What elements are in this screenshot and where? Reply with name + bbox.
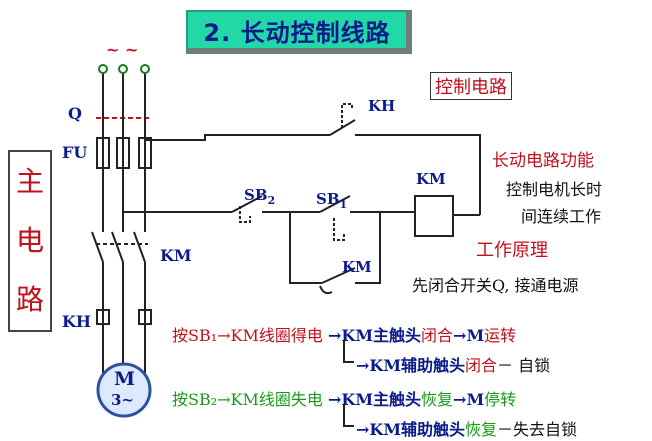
control-wire-top — [145, 134, 330, 141]
label-q: Q — [68, 104, 82, 123]
step-3: 按SB₂→KM线圈失电 →KM主触头恢复→M停转 — [172, 390, 517, 409]
step-1: 按SB₁→KM线圈得电 →KM主触头闭合→M运转 — [172, 326, 517, 345]
sb2-contact — [231, 195, 263, 213]
label-km-aux: KM — [342, 258, 372, 276]
main-circuit-char-3: 路 — [15, 283, 44, 317]
main-circuit-box: 主 电 路 — [8, 150, 52, 332]
step-2: →KM辅助触头闭合－ 自锁 — [356, 356, 551, 375]
principle-line: 先闭合开关Q, 接通电源 — [412, 276, 579, 295]
phase-symbol: ~ ~ — [106, 40, 139, 59]
function-heading: 长动电路功能 — [492, 151, 594, 171]
terminal-l3 — [140, 64, 150, 74]
control-circuit-label: 控制电路 — [430, 72, 512, 100]
km-aux-contact — [321, 267, 356, 284]
label-kh-control: KH — [368, 97, 396, 115]
label-kh-main: KH — [62, 312, 92, 331]
function-line-1: 控制电机长时 — [506, 180, 603, 199]
terminal-l1 — [98, 64, 108, 74]
title-banner: 2. 长动控制线路 — [186, 10, 412, 54]
label-sb1: SB1 — [316, 190, 348, 211]
label-km-coil: KM — [416, 170, 446, 188]
label-km-main: KM — [160, 246, 192, 265]
function-line-2: 间连续工作 — [521, 207, 602, 226]
main-circuit-char-2: 电 — [15, 223, 44, 257]
step-4: →KM辅助触头恢复－失去自锁 — [356, 420, 578, 439]
kh-thermal-element — [96, 309, 152, 325]
label-sb2: SB2 — [244, 186, 276, 207]
terminal-l2 — [118, 64, 128, 74]
principle-heading: 工作原理 — [476, 240, 548, 261]
sb1-contact — [319, 195, 351, 213]
page-title: 2. 长动控制线路 — [203, 18, 391, 47]
km-main-contacts — [91, 231, 148, 263]
motor-label: M — [114, 368, 136, 390]
motor-phase-label: 3~ — [111, 391, 135, 409]
control-wire-kh-right — [355, 134, 481, 215]
label-fu: FU — [62, 143, 88, 162]
main-circuit-char-1: 主 — [15, 164, 44, 198]
motor-circle — [96, 362, 152, 418]
km-coil — [414, 195, 454, 237]
